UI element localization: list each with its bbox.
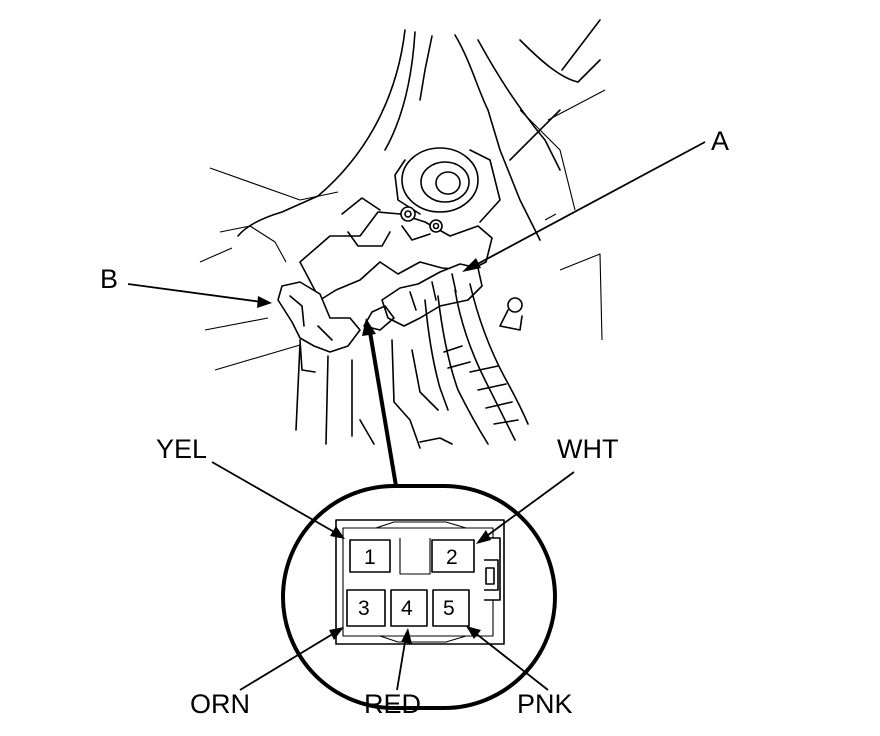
wire-label-wht: WHT [557,434,618,464]
pin-number-5: 5 [443,597,455,620]
wire-color-pointers [211,461,575,691]
pin-cell-1 [349,539,391,573]
pin-number-1: 1 [364,546,376,569]
wire-label-pnk: PNK [517,689,573,719]
callout-label-a: A [711,126,729,156]
steering-column-illustration [199,19,606,449]
pin-number-2: 2 [446,546,458,569]
callout-label-b: B [100,264,118,294]
wire-label-red: RED [364,689,421,719]
connector-detail-inset: 1 2 3 4 5 [281,484,557,710]
callout-leader-lines [127,141,706,487]
pin-cell-4 [390,589,428,627]
callout-labels: A B YEL WHT ORN RED PNK [100,126,729,719]
wire-label-yel: YEL [156,434,207,464]
pin-cell-5 [432,589,470,627]
pin-cell-2 [431,539,475,573]
pin-cell-3 [346,589,386,627]
pin-number-4: 4 [401,597,413,620]
pin-number-3: 3 [358,597,370,620]
wire-label-orn: ORN [190,689,250,719]
